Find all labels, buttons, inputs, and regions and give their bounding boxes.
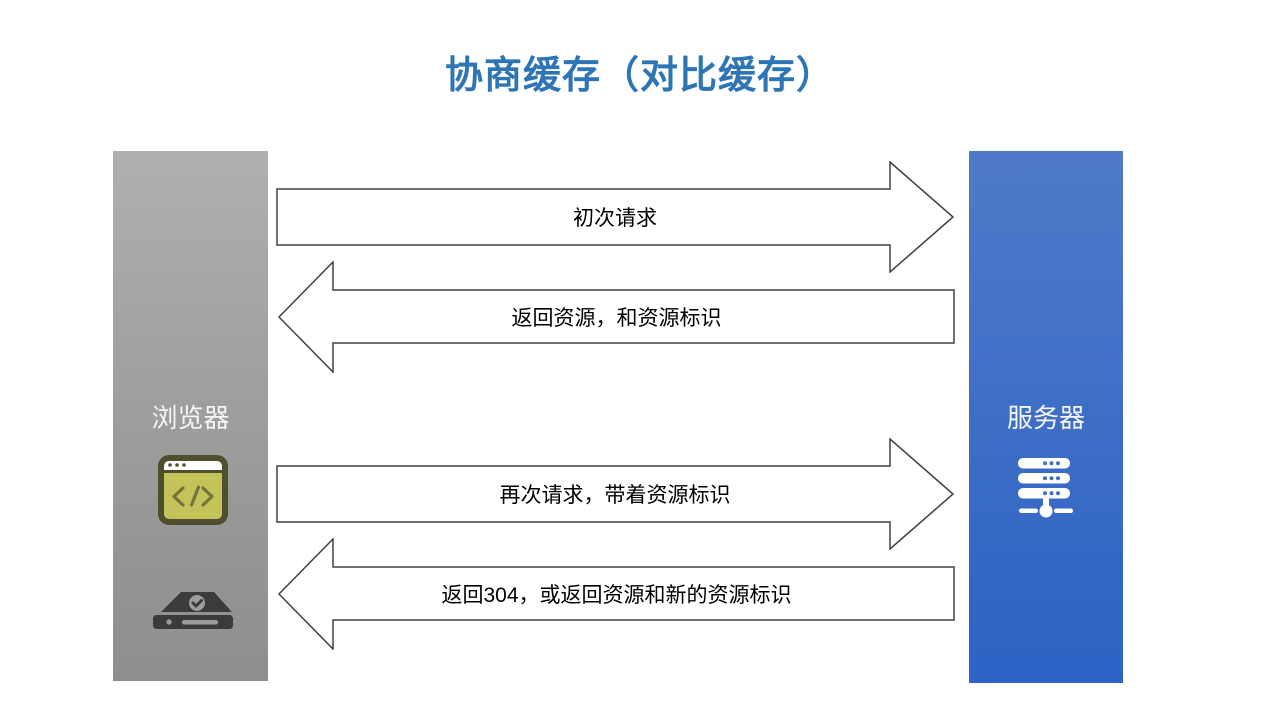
arrow-second-request-label: 再次请求，带着资源标识 [499, 484, 731, 507]
browser-panel: 浏览器 [113, 151, 268, 681]
page-title: 协商缓存（对比缓存） [444, 55, 835, 97]
arrow-return-304-label: 返回304，或返回资源和新的资源标识 [441, 584, 792, 607]
browser-window-icon [158, 455, 228, 525]
server-panel: 服务器 [969, 151, 1123, 683]
browser-label: 浏览器 [151, 403, 230, 433]
arrow-initial-request-label: 初次请求 [573, 207, 657, 230]
arrow-initial-request: 初次请求 [276, 161, 954, 273]
arrow-return-304: 返回304，或返回资源和新的资源标识 [278, 538, 955, 650]
server-label: 服务器 [1006, 403, 1085, 433]
arrow-return-resource: 返回资源，和资源标识 [278, 261, 955, 373]
server-rack-icon [1018, 458, 1073, 518]
hard-drive-icon [153, 592, 233, 629]
arrow-return-resource-label: 返回资源，和资源标识 [511, 307, 722, 330]
arrow-second-request: 再次请求，带着资源标识 [276, 438, 954, 550]
